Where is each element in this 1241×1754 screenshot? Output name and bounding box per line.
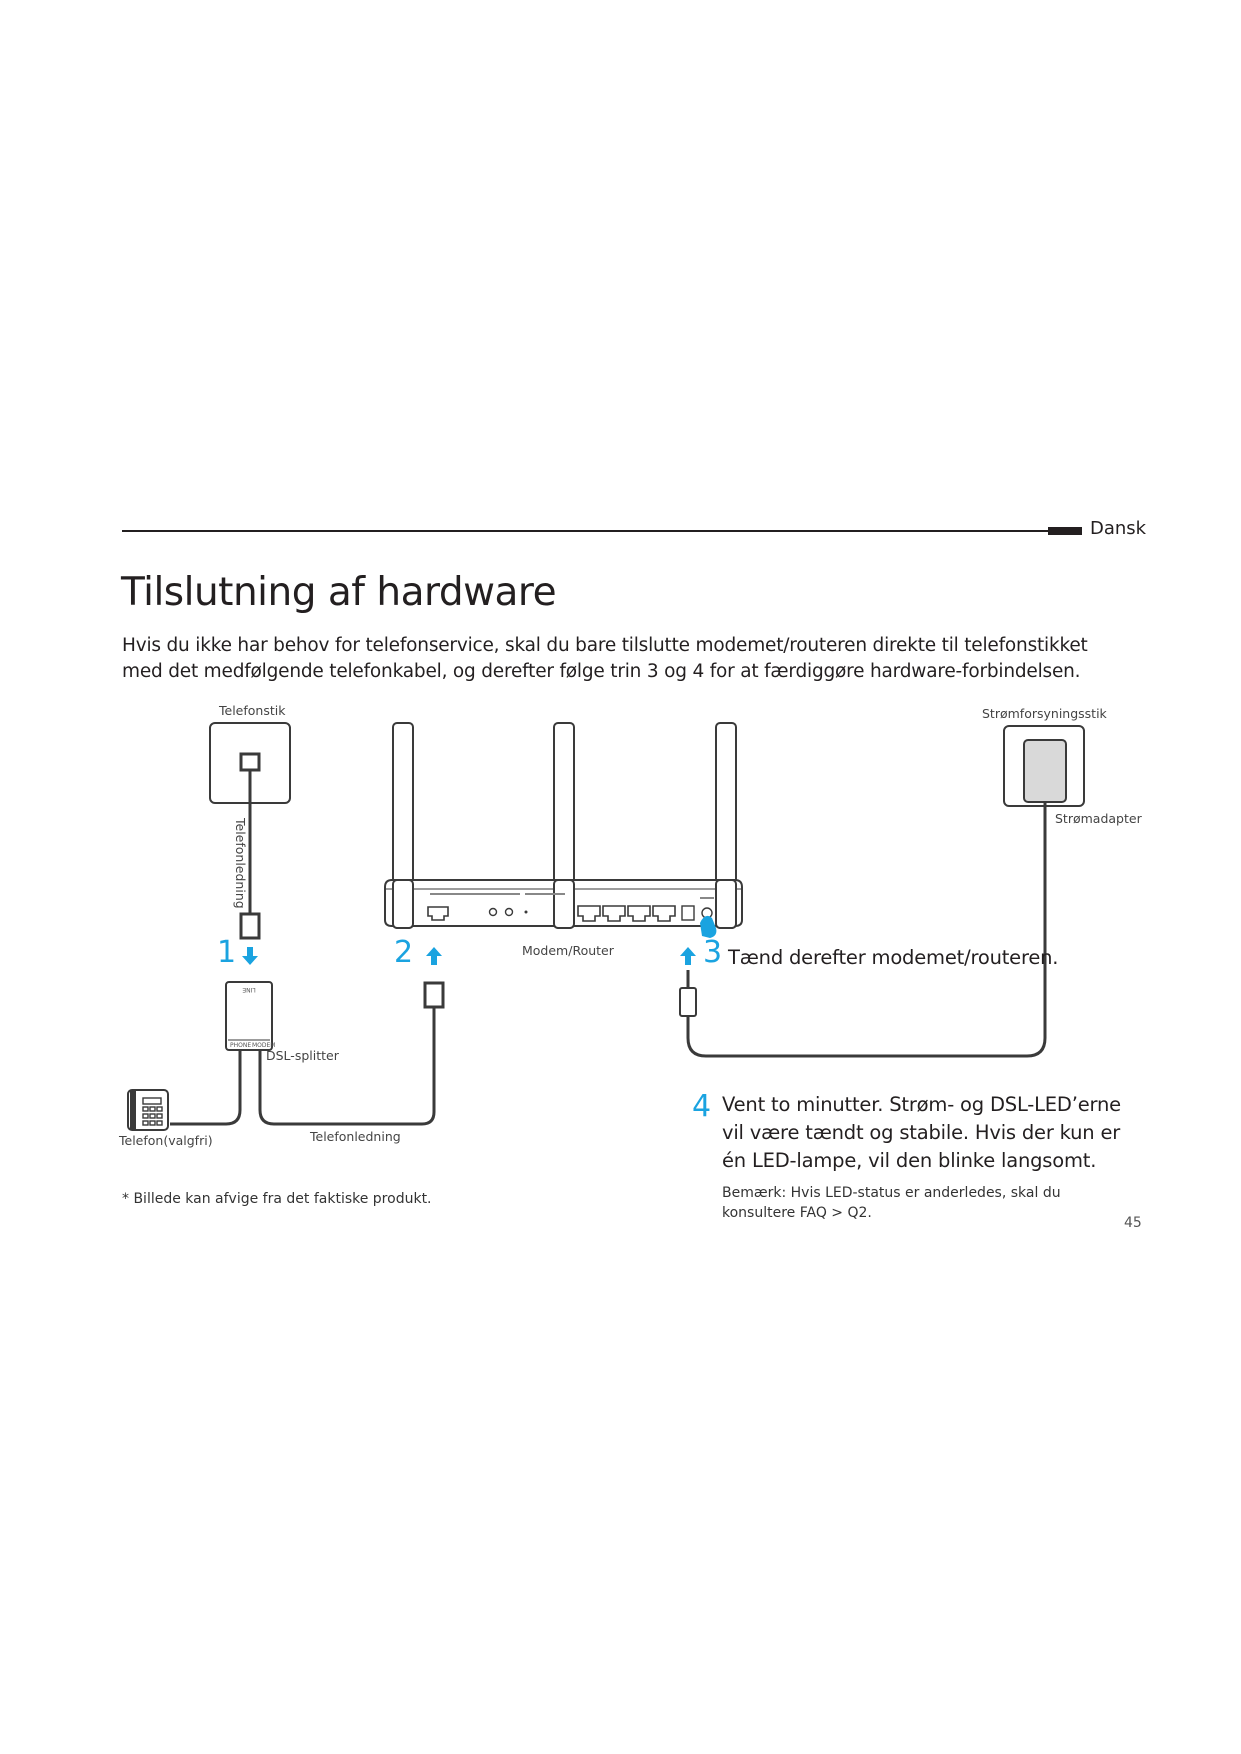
step-number-2: 2 — [394, 935, 414, 970]
arrow-up-step3 — [680, 947, 696, 965]
power-outlet-label: Strømforsyningsstik — [982, 706, 1107, 721]
step-number-4: 4 — [692, 1089, 712, 1124]
step3-text: Tænd derefter modemet/routeren. — [728, 946, 1059, 969]
dsl-splitter-box — [225, 981, 273, 1051]
router-lan-port-3 — [627, 905, 651, 922]
phone-jack-label: Telefonstik — [219, 703, 286, 718]
finger-press-icon — [700, 915, 717, 938]
page-number: 45 — [1124, 1215, 1142, 1231]
header-rule — [122, 530, 1050, 532]
language-label: Dansk — [1090, 518, 1147, 539]
phone-jack-port — [239, 752, 261, 772]
phone-cord-vertical-label: Telefonledning — [233, 818, 248, 909]
router-lan-port-1 — [577, 905, 601, 922]
router-dsl-port — [427, 906, 449, 921]
step-number-3: 3 — [703, 935, 723, 970]
arrow-down-step1 — [242, 947, 258, 965]
dsl-splitter-label: DSL-splitter — [266, 1048, 339, 1063]
splitter-to-phone-cable — [170, 1050, 242, 1126]
router-lan-port-4 — [652, 905, 676, 922]
splitter-line-label: LINE — [242, 986, 256, 993]
splitter-to-modem-cable — [258, 1008, 436, 1126]
power-adapter-body — [1023, 739, 1067, 803]
modem-router-label: Modem/Router — [522, 943, 614, 958]
power-cable-plug — [679, 987, 697, 1017]
note-text: Bemærk: Hvis LED-status er anderledes, s… — [722, 1185, 1061, 1221]
phone-cord-bottom-label: Telefonledning — [310, 1129, 401, 1144]
arrow-up-step2 — [426, 947, 442, 965]
page-title: Tilslutning af hardware — [121, 570, 557, 615]
power-cable — [686, 802, 1047, 1058]
phone-cord-plug — [239, 912, 261, 940]
splitter-modem-label: MODEM — [252, 1042, 276, 1049]
telephone-body — [127, 1089, 169, 1131]
modem-cable-plug — [423, 981, 445, 1009]
router-button-2 — [504, 907, 514, 917]
power-adapter-label: Strømadapter — [1055, 811, 1142, 826]
header-rule-marker — [1048, 527, 1082, 535]
router-lan-port-2 — [602, 905, 626, 922]
splitter-phone-label: PHONE — [230, 1042, 251, 1049]
router-button-1 — [488, 907, 498, 917]
intro-paragraph: Hvis du ikke har behov for telefonservic… — [122, 635, 1088, 682]
router-power-switch — [681, 905, 695, 921]
telephone-label: Telefon(valgfri) — [119, 1133, 213, 1148]
step-number-1: 1 — [217, 935, 237, 970]
step4-text: Vent to minutter. Strøm- og DSL-LED’erne… — [722, 1093, 1121, 1172]
footnote: * Billede kan afvige fra det faktiske pr… — [122, 1191, 432, 1207]
